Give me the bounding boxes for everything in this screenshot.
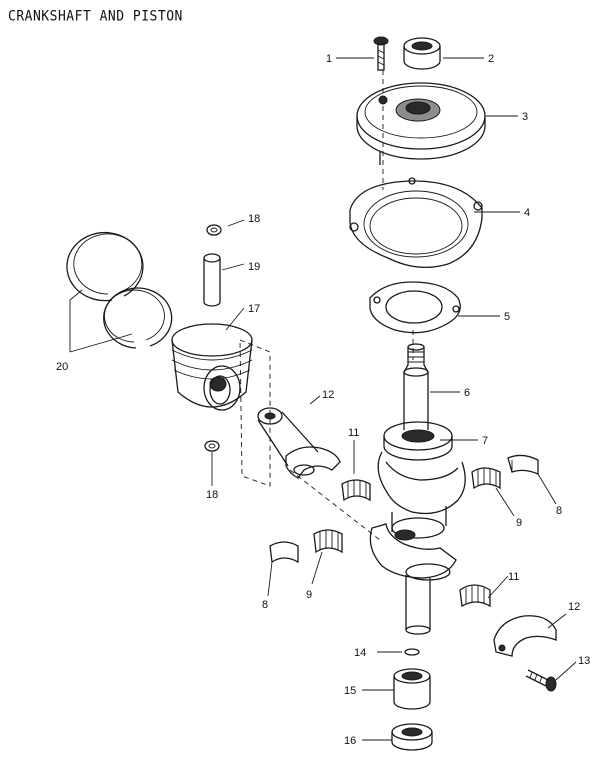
part-6-crankshaft-upper bbox=[403, 343, 429, 430]
part-11-needle-bearing-upper bbox=[341, 479, 371, 502]
callout-2: 2 bbox=[488, 53, 494, 65]
callout-11-upper: 11 bbox=[348, 427, 359, 439]
callout-19: 19 bbox=[248, 261, 260, 273]
part-17-piston bbox=[171, 323, 253, 411]
part-1-screw bbox=[373, 36, 389, 71]
part-20-piston-rings bbox=[66, 231, 173, 349]
callout-7: 7 bbox=[482, 435, 488, 447]
callout-8-right: 8 bbox=[556, 505, 562, 517]
part-8-bearing-half-left bbox=[269, 541, 299, 564]
part-18-clip-upper bbox=[206, 224, 222, 236]
callout-11-lower: 11 bbox=[508, 571, 519, 583]
callout-12-lower: 12 bbox=[568, 601, 580, 613]
part-12-connecting-rod bbox=[257, 407, 341, 479]
callout-12-upper: 12 bbox=[322, 389, 334, 401]
part-19-piston-pin bbox=[203, 253, 221, 307]
callout-5: 5 bbox=[504, 311, 510, 323]
callout-13: 13 bbox=[578, 655, 590, 667]
part-2-seal bbox=[403, 37, 441, 70]
callout-15: 15 bbox=[344, 685, 356, 697]
callout-3: 3 bbox=[522, 111, 528, 123]
part-9-needle-bearing-left bbox=[313, 529, 343, 554]
part-3-bearing-housing bbox=[356, 82, 486, 165]
callout-17: 17 bbox=[248, 303, 260, 315]
callout-1: 1 bbox=[326, 53, 332, 65]
callout-20: 20 bbox=[56, 361, 68, 373]
callout-4: 4 bbox=[524, 207, 530, 219]
callout-9-right: 9 bbox=[516, 517, 522, 529]
callout-18-lower: 18 bbox=[206, 489, 218, 501]
callout-9-left: 9 bbox=[306, 589, 312, 601]
part-8-bearing-half-right bbox=[507, 454, 539, 475]
part-16-seal bbox=[391, 723, 433, 751]
part-5-gasket bbox=[369, 281, 461, 334]
part-11-needle-bearing-lower bbox=[459, 584, 491, 608]
callout-14: 14 bbox=[354, 647, 366, 659]
part-9-needle-bearing-right bbox=[471, 467, 501, 490]
part-14-o-ring bbox=[404, 648, 420, 656]
part-13-cap-screw bbox=[525, 669, 557, 692]
callout-18-upper: 18 bbox=[248, 213, 260, 225]
part-4-gasket-plate bbox=[349, 177, 483, 269]
page-title: CRANKSHAFT AND PISTON bbox=[8, 8, 183, 25]
callout-8-left: 8 bbox=[262, 599, 268, 611]
callout-6: 6 bbox=[464, 387, 470, 399]
part-18-clip-lower bbox=[204, 440, 220, 452]
part-15-lower-bearing bbox=[393, 668, 431, 710]
part-12-rod-cap bbox=[493, 615, 557, 657]
part-7-main-bearing bbox=[383, 421, 453, 461]
callout-16: 16 bbox=[344, 735, 356, 747]
crankshaft-body bbox=[369, 451, 466, 635]
leader-lines bbox=[69, 57, 577, 741]
